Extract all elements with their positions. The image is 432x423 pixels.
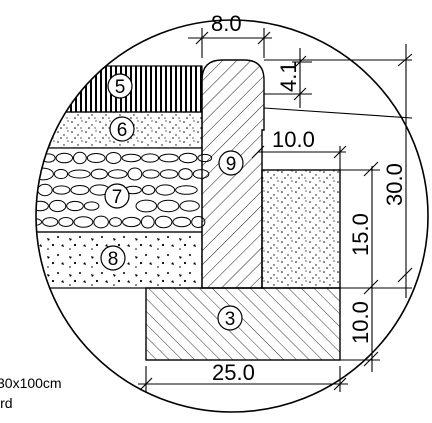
gravel-stone	[157, 199, 180, 213]
gravel-stone	[141, 185, 156, 195]
note-line-2: ird	[0, 395, 13, 411]
gravel-stone	[36, 183, 38, 197]
gravel-stone	[36, 200, 49, 212]
foundation-block	[145, 287, 341, 361]
gravel-stone	[52, 185, 71, 195]
gravel-stone	[73, 151, 87, 165]
gravel-stone	[36, 152, 42, 164]
marker-subbase: 8	[100, 245, 126, 271]
gravel-stone	[105, 152, 122, 164]
gravel-stone	[175, 185, 198, 195]
gravel-stone	[159, 153, 179, 163]
gravel-stone	[48, 199, 67, 213]
gravel-stone	[178, 152, 198, 164]
marker-kerb: 9	[218, 150, 244, 176]
gravel-stone	[142, 169, 160, 179]
dim-total-height: 30.0	[382, 163, 407, 206]
gravel-stone	[122, 216, 141, 228]
gravel-stone	[109, 217, 122, 227]
dim-base-height: 10.0	[348, 301, 373, 344]
gravel-stone	[90, 168, 108, 180]
detail-circle	[35, 19, 429, 413]
dimension-lines	[138, 28, 413, 392]
gravel-stone	[68, 169, 91, 179]
gravel-stone	[36, 167, 54, 181]
foundation-upper-step	[261, 169, 341, 289]
gravel-stone	[178, 168, 193, 180]
dim-base-width: 25.0	[212, 360, 255, 385]
marker-upper-base: 6	[109, 116, 135, 142]
gravel-stone	[70, 185, 90, 195]
svg-text:9: 9	[226, 154, 237, 175]
gravel-stone	[154, 215, 173, 229]
gravel-stone	[58, 217, 74, 227]
svg-text:7: 7	[112, 187, 123, 208]
gravel-stone	[141, 153, 160, 163]
gravel-stone	[140, 215, 155, 229]
svg-text:3: 3	[225, 309, 236, 330]
gravel-stone	[159, 169, 179, 179]
dim-middle-height: 15.0	[348, 213, 373, 256]
gravel-stone	[53, 168, 69, 180]
svg-text:5: 5	[115, 77, 126, 98]
marker-foundation: 3	[217, 305, 243, 331]
dim-cap-radius: 4.1	[276, 61, 301, 92]
gravel-stone	[83, 201, 100, 211]
gravel-stone	[121, 153, 142, 163]
gravel-stone	[55, 152, 74, 164]
dim-cap-width: 8.0	[211, 11, 242, 36]
gravel-stone	[73, 216, 94, 228]
svg-text:6: 6	[117, 120, 128, 141]
gravel-stone	[36, 217, 43, 227]
gravel-stone	[172, 216, 192, 228]
marker-gravel: 7	[104, 183, 130, 209]
gravel-stone	[93, 215, 109, 229]
gravel-stone	[86, 153, 106, 163]
gravel-stone	[155, 184, 176, 196]
gravel-stone	[127, 167, 143, 181]
gravel-stone	[107, 169, 128, 179]
marker-surface: 5	[107, 73, 133, 99]
layer-8-subbase	[36, 231, 203, 289]
gravel-stone	[179, 200, 200, 212]
gravel-stone	[135, 199, 158, 213]
gravel-stone	[42, 217, 59, 227]
gravel-stone	[37, 183, 53, 197]
gravel-stone	[66, 200, 84, 212]
dim-step-width: 10.0	[272, 127, 315, 152]
svg-text:8: 8	[108, 249, 119, 270]
note-line-1: 30x100cm	[0, 375, 62, 391]
